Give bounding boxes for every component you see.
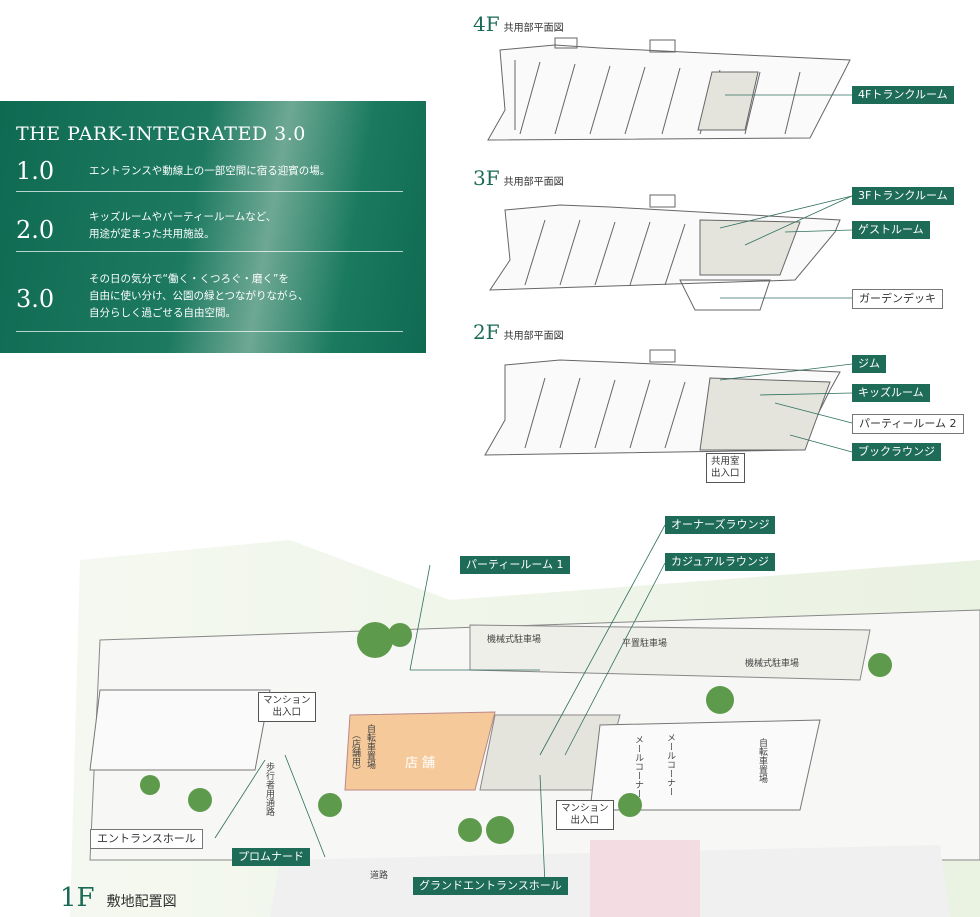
text-pedestrian-path: 歩行者用通路 <box>264 762 274 816</box>
leader-lines <box>214 94 853 886</box>
site-caption: 敷地配置図 <box>106 894 177 910</box>
site-level: 1F <box>60 883 95 913</box>
text-bike-parking-shop: 自転車置場 <box>365 724 375 769</box>
label-book-lounge: ブックラウンジ <box>852 443 941 461</box>
site-plan-1f <box>70 540 980 917</box>
label-party-room-1: パーティールーム 1 <box>460 556 570 574</box>
label-4f-trunk-room: 4Fトランクルーム <box>852 86 954 104</box>
label-garden-deck: ガーデンデッキ <box>852 289 943 309</box>
plan-4f <box>487 37 851 141</box>
text-bike-parking-right: 自転車置場 <box>757 738 767 783</box>
concept-num: 2.0 <box>16 216 55 244</box>
text-mail-corner-1: メールコーナー <box>633 735 643 798</box>
tag-mansion-entrance-left: マンション 出入口 <box>258 692 316 722</box>
label-3f-trunk-room: 3Fトランクルーム <box>852 187 954 205</box>
concept-num: 1.0 <box>16 157 55 185</box>
label-promenade: プロムナード <box>232 848 310 866</box>
floor-level: 3F <box>473 166 500 190</box>
label-owners-lounge: オーナーズラウンジ <box>665 516 776 534</box>
label-grand-entrance-hall: グランドエントランスホール <box>413 877 568 895</box>
text-mech-parking-2: 機械式駐車場 <box>745 659 800 669</box>
tag-mansion-entrance-right: マンション 出入口 <box>556 800 614 830</box>
floor-caption: 共用部平面図 <box>503 177 564 188</box>
concept-row-3: 3.0 その日の気分で“働く・くつろぐ・磨く”を 自由に使い分け、公園の緑とつな… <box>16 269 403 332</box>
plan-2f <box>484 349 841 456</box>
floor-caption: 共用部平面図 <box>503 23 564 34</box>
concept-panel: THE PARK-INTEGRATED 3.0 1.0 エントランスや動線上の一… <box>0 101 426 353</box>
concept-desc: キッズルームやパーティールームなど、 用途が定まった共用施設。 <box>89 211 277 240</box>
concept-desc: その日の気分で“働く・くつろぐ・磨く”を 自由に使い分け、公園の緑とつながりなが… <box>89 273 309 319</box>
concept-desc: エントランスや動線上の一部空間に宿る迎賓の場。 <box>89 165 331 177</box>
tag-common-room-entrance: 共用室 出入口 <box>706 453 745 483</box>
concept-row-2: 2.0 キッズルームやパーティールームなど、 用途が定まった共用施設。 <box>16 206 403 252</box>
concept-num: 3.0 <box>16 285 55 313</box>
site-heading: 1F 敷地配置図 <box>60 883 177 913</box>
concept-row-1: 1.0 エントランスや動線上の一部空間に宿る迎賓の場。 <box>16 153 403 192</box>
label-kids-room: キッズルーム <box>852 384 930 402</box>
label-party-room-2: パーティールーム 2 <box>852 414 964 434</box>
floor-caption: 共用部平面図 <box>503 331 564 342</box>
label-gym: ジム <box>852 355 886 373</box>
label-guest-room: ゲストルーム <box>852 221 930 239</box>
text-mail-corner-2: メールコーナー <box>665 733 675 796</box>
text-flat-parking: 平置駐車場 <box>622 639 668 649</box>
floor-level: 4F <box>473 12 500 36</box>
plan-3f <box>489 194 841 311</box>
text-road: 道路 <box>370 871 389 881</box>
floor-level: 2F <box>473 320 500 344</box>
text-shop: 店舗 <box>405 756 440 771</box>
label-entrance-hall: エントランスホール <box>90 829 203 849</box>
text-mech-parking-1: 機械式駐車場 <box>487 635 542 645</box>
concept-title: THE PARK-INTEGRATED 3.0 <box>16 123 306 145</box>
label-casual-lounge: カジュアルラウンジ <box>665 553 775 571</box>
text-bike-parking-shop-note: （店舗用） <box>350 730 360 775</box>
